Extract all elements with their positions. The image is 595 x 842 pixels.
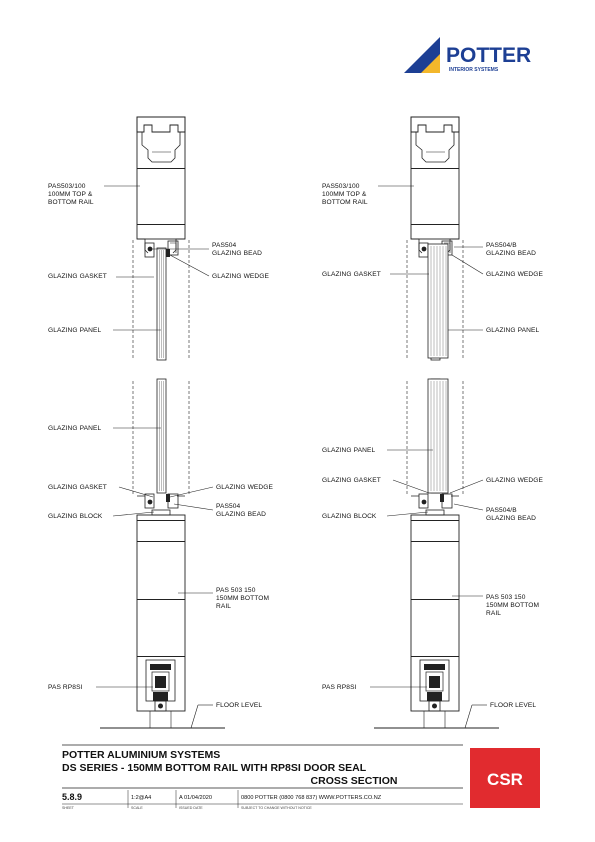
right-gasket-bottom-label: GLAZING GASKET [322,477,381,484]
left-bottom-rail-label-1: PAS 503 150 [216,587,256,594]
title-block: POTTER ALUMINIUM SYSTEMS DS SERIES - 150… [62,744,463,810]
csr-logo: CSR [470,748,540,808]
right-wedge-top-label: GLAZING WEDGE [486,271,543,278]
right-floor-label: FLOOR LEVEL [490,702,536,709]
left-wedge-top-label: GLAZING WEDGE [212,273,269,280]
left-seal-label: PAS RP8SI [48,684,83,691]
left-bead-bottom-label-2: GLAZING BEAD [216,511,266,518]
drawing-subtitle: CROSS SECTION [311,775,398,787]
logo-word: POTTER [446,44,531,67]
right-bottom-rail-label-1: PAS 503 150 [486,594,526,601]
left-block-label: GLAZING BLOCK [48,513,103,520]
company-name: POTTER ALUMINIUM SYSTEMS [62,749,220,761]
right-top-rail-label-1: PAS503/100 [322,183,360,190]
left-callouts: PAS503/100 100MM TOP & BOTTOM RAIL PAS50… [48,183,273,709]
left-bottom-rail-label-3: RAIL [216,603,231,610]
left-wedge-bottom-label: GLAZING WEDGE [216,484,273,491]
sheet-caption: SHEET [62,806,75,810]
section-right: PAS503/100 100MM TOP & BOTTOM RAIL PAS50… [322,116,543,729]
disclaimer: SUBJECT TO CHANGE WITHOUT NOTICE [241,806,312,810]
left-bead-top-label-1: PAS504 [212,242,237,249]
right-top-rail-label-2: 100MM TOP & [322,191,367,198]
issue-caption: ISSUED DATE [179,806,203,810]
potter-logo: POTTER INTERIOR SYSTEMS [404,37,531,73]
right-bottom-rail-label-3: RAIL [486,610,501,617]
left-gasket-bottom-label: GLAZING GASKET [48,484,107,491]
left-top-rail-label-1: PAS503/100 [48,183,86,190]
scale-value: 1:2@A4 [131,795,151,801]
left-bottom-rail-label-2: 150MM BOTTOM [216,595,269,602]
right-block-label: GLAZING BLOCK [322,513,377,520]
right-bead-bottom-label-2: GLAZING BEAD [486,515,536,522]
sheet-number: 5.8.9 [62,792,82,802]
left-top-rail-label-2: 100MM TOP & [48,191,93,198]
left-panel-top-label: GLAZING PANEL [48,327,101,334]
right-gasket-top-label: GLAZING GASKET [322,271,381,278]
right-bead-bottom-label-1: PAS504/B [486,507,517,514]
right-bottom-rail-label-2: 150MM BOTTOM [486,602,539,609]
issue-value: A 01/04/2020 [179,795,212,801]
right-panel-top-label: GLAZING PANEL [486,327,539,334]
right-seal-label: PAS RP8SI [322,684,357,691]
left-floor-label: FLOOR LEVEL [216,702,262,709]
right-callouts: PAS503/100 100MM TOP & BOTTOM RAIL PAS50… [322,183,543,709]
left-gasket-top-label: GLAZING GASKET [48,273,107,280]
right-top-rail-label-3: BOTTOM RAIL [322,199,368,206]
left-top-rail-label-3: BOTTOM RAIL [48,199,94,206]
section-left: PAS503/100 100MM TOP & BOTTOM RAIL PAS50… [48,116,273,729]
right-panel-bottom-label: GLAZING PANEL [322,447,375,454]
left-bead-top-label-2: GLAZING BEAD [212,250,262,257]
right-bead-top-label-1: PAS504/B [486,242,517,249]
left-panel-bottom-label: GLAZING PANEL [48,425,101,432]
csr-wordmark: CSR [487,770,523,789]
right-bead-top-label-2: GLAZING BEAD [486,250,536,257]
right-wedge-bottom-label: GLAZING WEDGE [486,477,543,484]
logo-subtitle: INTERIOR SYSTEMS [449,67,499,73]
scale-caption: SCALE [131,806,143,810]
drawing-title: DS SERIES - 150MM BOTTOM RAIL WITH RP8SI… [62,762,367,774]
contact-line: 0800 POTTER (0800 768 837) WWW.POTTERS.C… [241,795,382,801]
left-bead-bottom-label-1: PAS504 [216,503,241,510]
